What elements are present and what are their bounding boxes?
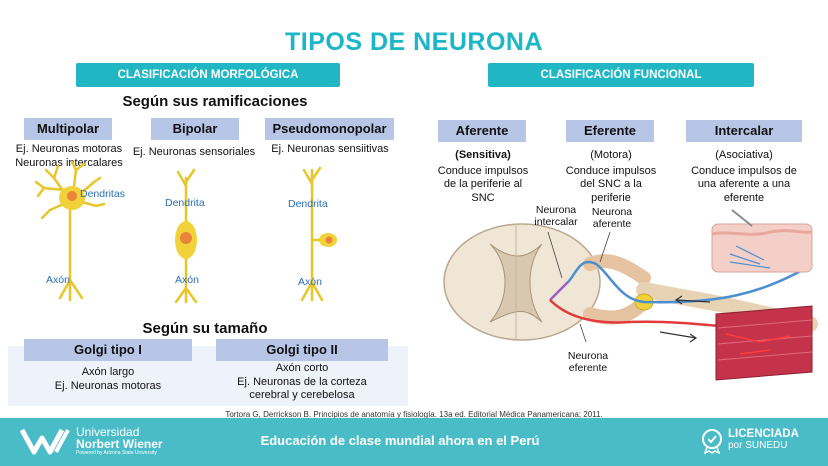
bipolar-axon-label: Axón bbox=[175, 274, 199, 286]
university-logo-icon bbox=[20, 428, 70, 455]
diagram-intercalar-label: Neurona intercalar bbox=[526, 204, 586, 228]
golgi1-description: Axón largo Ej. Neuronas motoras bbox=[24, 366, 192, 393]
functional-banner: CLASIFICACIÓN FUNCIONAL bbox=[488, 63, 754, 87]
intercalar-description: (Asociativa) Conduce impulsos de una afe… bbox=[680, 149, 808, 205]
multipolar-axon-label: Axón bbox=[46, 274, 70, 286]
golgi2-line-3: cerebral y cerebelosa bbox=[249, 389, 355, 401]
pseudo-dendrite-label: Dendrita bbox=[288, 198, 328, 210]
pseudomonopolar-neuron-icon bbox=[300, 166, 337, 302]
skin-icon bbox=[711, 209, 813, 273]
golgi1-header: Golgi tipo I bbox=[24, 339, 192, 361]
university-name-line-2: Norbert Wiener bbox=[76, 437, 163, 451]
multipolar-example-2: Neuronas intercalares bbox=[15, 156, 123, 169]
tamano-title: Según su tamaño bbox=[142, 320, 268, 337]
sunedu-license-line-1: LICENCIADA bbox=[728, 428, 799, 440]
diagram-intercalar-line-1: Neurona bbox=[535, 204, 577, 216]
citation: Tortora G, Derrickson B. Principios de a… bbox=[225, 410, 603, 419]
aferente-line-2: de la periferie al bbox=[443, 178, 523, 190]
ramificaciones-title: Según sus ramificaciones bbox=[122, 93, 308, 110]
intercalar-header: Intercalar bbox=[686, 120, 802, 142]
bipolar-example: Ej. Neuronas sensoriales bbox=[132, 146, 256, 158]
eferente-description: (Motora) Conduce impulsos del SNC a la p… bbox=[552, 149, 670, 205]
spinal-cord-icon bbox=[443, 223, 601, 341]
multipolar-dendrite-label: Dendritas bbox=[80, 188, 125, 200]
golgi2-line-2: Ej. Neuronas de la corteza bbox=[237, 375, 367, 388]
footer-tagline: Educación de clase mundial ahora en el P… bbox=[260, 433, 540, 448]
bipolar-neuron-icon bbox=[174, 168, 198, 304]
multipolar-neuron-icon bbox=[34, 160, 106, 302]
pseudo-axon-label: Axón bbox=[298, 276, 322, 288]
intercalar-line-3: eferente bbox=[723, 191, 765, 204]
aferente-description: (Sensitiva) Conduce impulsos de la perif… bbox=[424, 149, 542, 205]
multipolar-examples: Ej. Neuronas motoras Neuronas intercalar… bbox=[4, 143, 134, 170]
intercalar-sub: (Asociativa) bbox=[715, 149, 773, 161]
pseudomonopolar-header: Pseudomonopolar bbox=[265, 118, 394, 140]
sunedu-seal-icon bbox=[702, 429, 722, 454]
bipolar-header: Bipolar bbox=[151, 118, 239, 140]
university-name-line-3: Powered by Arizona State University bbox=[76, 450, 157, 456]
university-name: Universidad Norbert Wiener Powered by Ar… bbox=[76, 426, 163, 457]
diagram-aferente-line-2: aferente bbox=[592, 218, 632, 230]
multipolar-header: Multipolar bbox=[24, 118, 112, 140]
aferente-line-3: SNC bbox=[471, 191, 495, 204]
eferente-line-2: del SNC a la bbox=[580, 178, 642, 190]
diagram-eferente-line-1: Neurona bbox=[567, 350, 609, 362]
neuron-illustrations bbox=[34, 160, 337, 304]
eferente-sub: (Motora) bbox=[590, 149, 632, 161]
pseudomonopolar-example: Ej. Neuronas sensiitivas bbox=[271, 143, 389, 155]
intercalar-line-1: Conduce impulsos de bbox=[691, 164, 797, 177]
sunedu-license: LICENCIADA por SUNEDU bbox=[728, 428, 799, 452]
footer-bar bbox=[0, 418, 828, 466]
diagram-aferente-label: Neurona aferente bbox=[582, 206, 642, 230]
aferente-header: Aferente bbox=[438, 120, 526, 142]
golgi2-description: Axón corto Ej. Neuronas de la corteza ce… bbox=[210, 362, 394, 403]
diagram-eferente-line-2: eferente bbox=[568, 362, 608, 374]
eferente-line-3: periferie bbox=[591, 191, 631, 204]
aferente-sub: (Sensitiva) bbox=[455, 149, 511, 161]
page-title: TIPOS DE NEURONA bbox=[284, 28, 544, 56]
diagram-aferente-line-1: Neurona bbox=[591, 206, 633, 218]
university-name-line-1: Universidad bbox=[76, 425, 140, 439]
muscle-icon bbox=[715, 305, 813, 381]
bipolar-dendrite-label: Dendrita bbox=[165, 197, 205, 209]
reflex-arc-illustration bbox=[443, 209, 818, 381]
diagram-eferente-label: Neurona eferente bbox=[556, 350, 620, 374]
diagram-intercalar-line-2: intercalar bbox=[534, 216, 578, 228]
aferente-line-1: Conduce impulsos bbox=[437, 164, 529, 177]
eferente-header: Eferente bbox=[566, 120, 654, 142]
golgi2-header: Golgi tipo II bbox=[216, 339, 388, 361]
sunedu-license-line-2: por SUNEDU bbox=[728, 440, 788, 451]
eferente-line-1: Conduce impulsos bbox=[565, 164, 657, 177]
golgi1-line-2: Ej. Neuronas motoras bbox=[54, 379, 162, 392]
golgi2-line-1: Axón corto bbox=[275, 362, 329, 374]
intercalar-line-2: una aferente a una bbox=[697, 178, 791, 190]
morphological-banner: CLASIFICACIÓN MORFOLÓGICA bbox=[76, 63, 340, 87]
golgi1-line-1: Axón largo bbox=[81, 366, 135, 378]
multipolar-example-1: Ej. Neuronas motoras bbox=[15, 143, 123, 155]
